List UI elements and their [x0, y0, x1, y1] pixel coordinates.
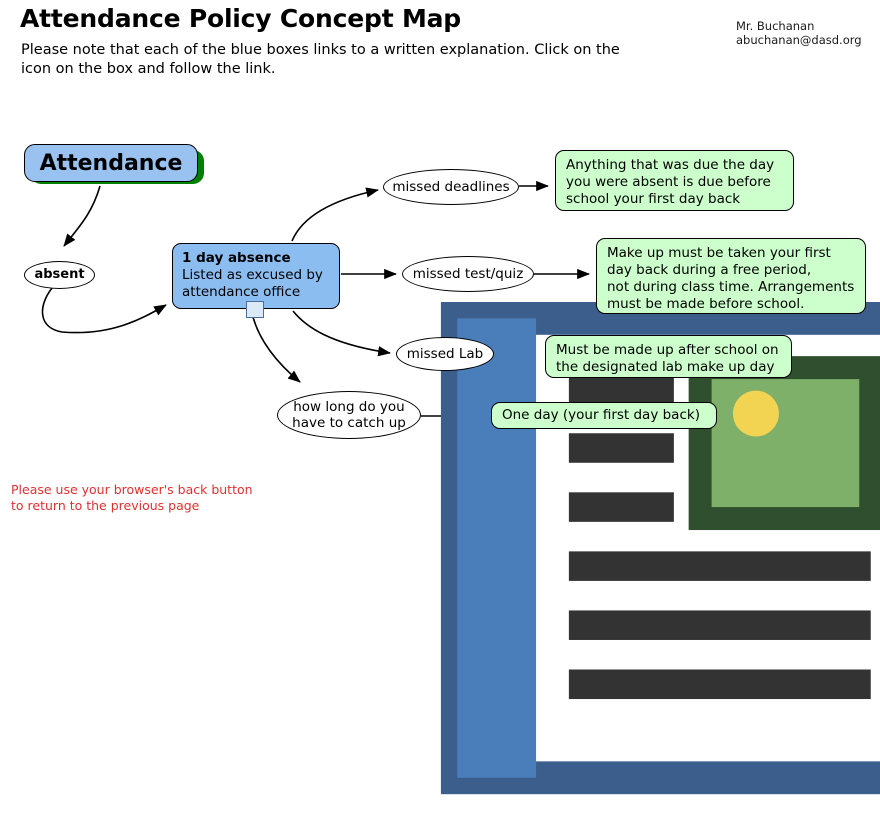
- node-missed-lab[interactable]: missed Lab: [396, 337, 494, 371]
- one-day-absence-box[interactable]: 1 day absence Listed as excused by atten…: [172, 243, 340, 309]
- note-missed-test-quiz: Make up must be taken your first day bac…: [596, 238, 866, 314]
- node-one-day-absence[interactable]: 1 day absence Listed as excused by atten…: [172, 243, 880, 795]
- node-missed-test-quiz[interactable]: missed test/quiz: [402, 256, 534, 292]
- footer-note: Please use your browser's back button to…: [11, 482, 253, 513]
- missed-deadlines-label: missed deadlines: [392, 179, 510, 195]
- contact-email: abuchanan@dasd.org: [736, 33, 862, 47]
- edge-attendance-to-absent: [63, 185, 101, 247]
- how-long-catch-up-label: how long do you have to catch up: [292, 399, 406, 431]
- edge-concept-to-missed-lab: [292, 310, 391, 357]
- contact-block: Mr. Buchanan abuchanan@dasd.org: [736, 19, 862, 47]
- edge-concept-to-missed-deadlines: [291, 187, 379, 242]
- node-how-long-catch-up[interactable]: how long do you have to catch up: [277, 391, 421, 439]
- attendance-box[interactable]: Attendance: [24, 144, 198, 182]
- document-link-icon[interactable]: [246, 301, 880, 795]
- attendance-label: Attendance: [39, 150, 183, 176]
- node-attendance[interactable]: Attendance: [24, 144, 204, 184]
- note-missed-lab: Must be made up after school on the desi…: [545, 335, 792, 378]
- intro-text: Please note that each of the blue boxes …: [21, 42, 620, 77]
- missed-lab-label: missed Lab: [406, 346, 484, 362]
- node-missed-deadlines[interactable]: missed deadlines: [383, 169, 519, 205]
- absent-label: absent: [34, 267, 85, 282]
- page-title: Attendance Policy Concept Map: [20, 4, 461, 33]
- connector-layer: [41, 180, 590, 422]
- concept-map: Attendance absent 1 day absence Listed a…: [24, 144, 880, 795]
- one-day-absence-title: 1 day absence: [182, 250, 291, 266]
- edge-absent-to-one-day: [41, 287, 167, 334]
- missed-test-quiz-label: missed test/quiz: [412, 266, 524, 282]
- one-day-absence-description: Listed as excused by attendance office: [182, 267, 323, 300]
- edge-concept-to-how-long: [251, 312, 301, 383]
- note-missed-deadlines: Anything that was due the day you were a…: [555, 150, 794, 211]
- note-how-long-catch-up: One day (your first day back): [491, 402, 717, 429]
- node-absent[interactable]: absent: [24, 261, 95, 289]
- contact-name: Mr. Buchanan: [736, 19, 815, 33]
